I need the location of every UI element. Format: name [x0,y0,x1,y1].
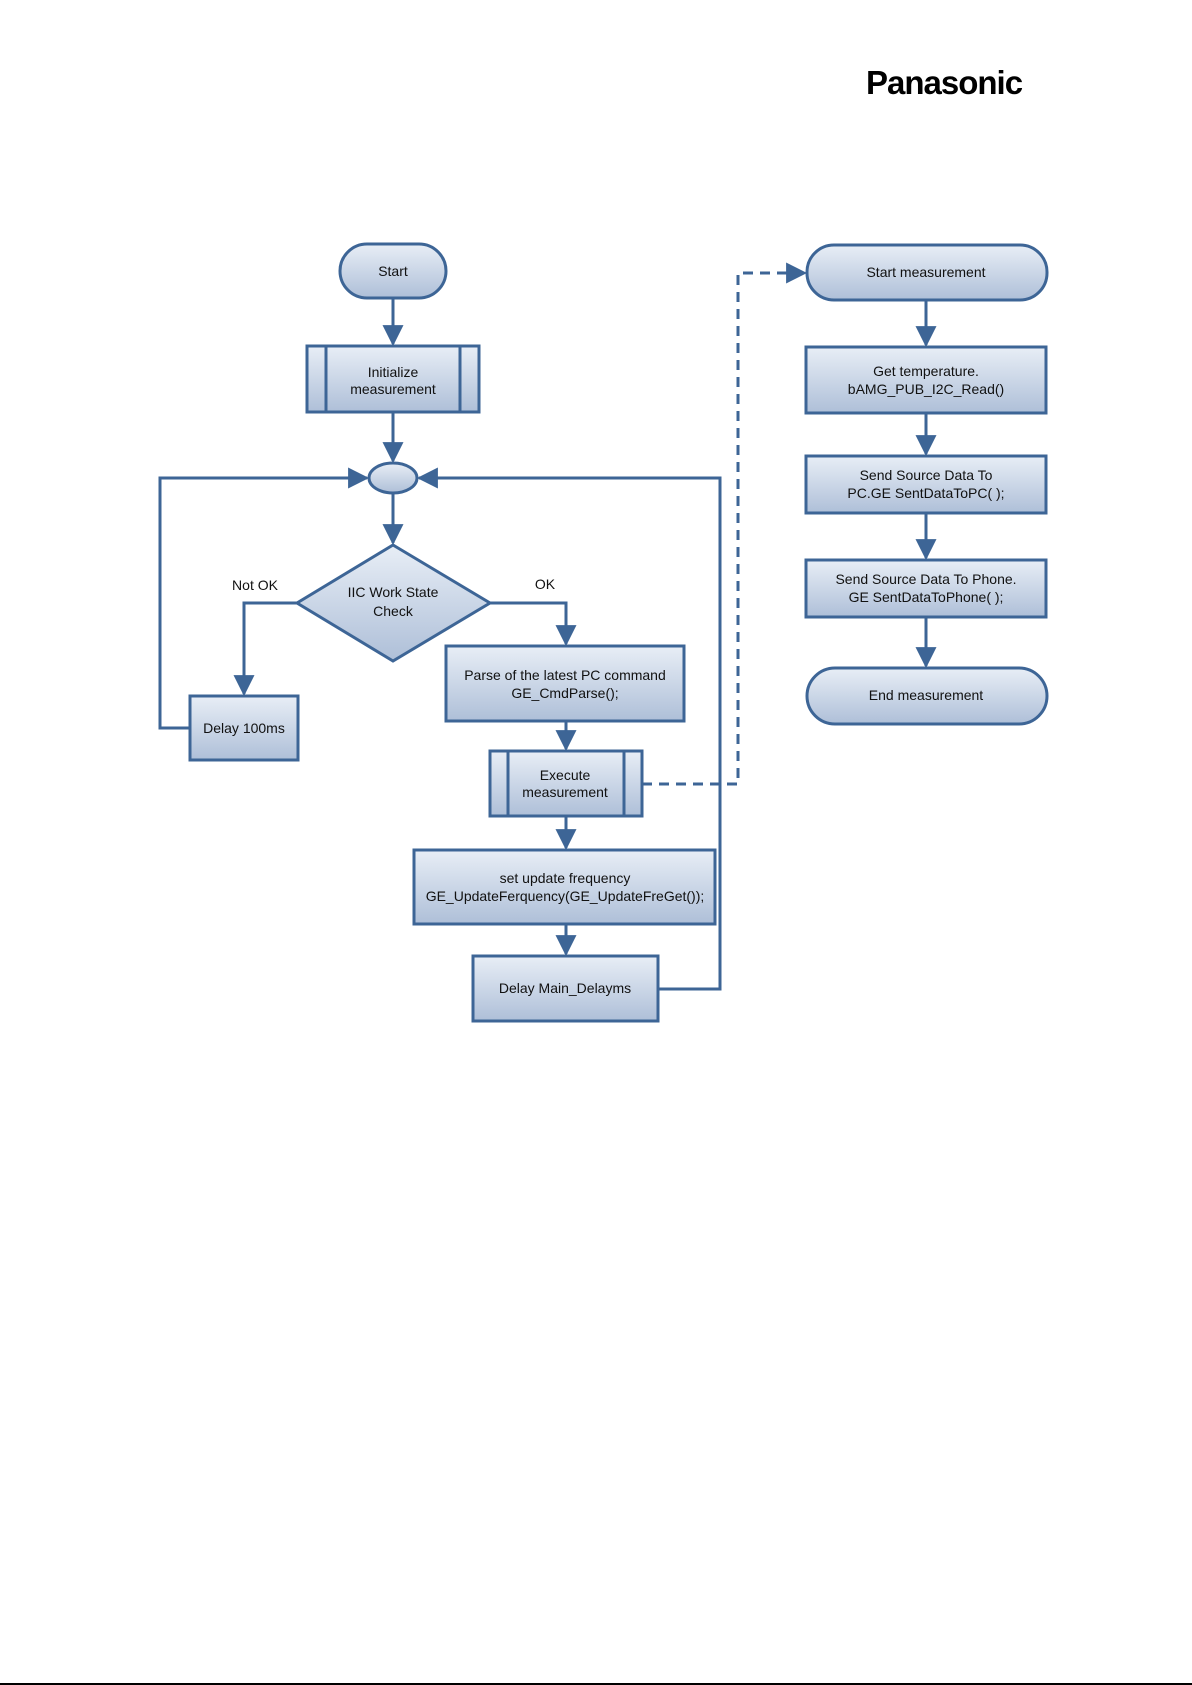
update-frequency-box [412,848,717,926]
not-ok-label: Not OK [232,577,279,593]
parse-command-box [444,644,686,723]
parse-label-2: GE_CmdParse(); [511,685,618,701]
delay-main-label: Delay Main_Delayms [499,980,631,996]
delay-100-label: Delay 100ms [203,720,285,736]
execute-label-1: Execute [540,767,591,783]
decision-label-2: Check [373,603,414,619]
arrow-delaymain-loop [416,467,722,991]
update-label-2: GE_UpdateFerquency(GE_UpdateFreGet()); [426,888,705,904]
sub-start-label: Start measurement [866,264,985,280]
iic-check-decision [294,543,493,663]
arrow-not-ok-to-delay [233,601,297,697]
update-label-1: set update frequency [500,870,631,886]
parse-label-1: Parse of the latest PC command [464,667,666,683]
send-phone-label-1: Send Source Data To Phone. [835,571,1016,587]
panasonic-logo: Panasonic [866,64,1023,101]
get-temp-label-2: bAMG_PUB_I2C_Read() [848,381,1004,397]
ok-label: OK [535,576,556,592]
arrow-delay100-loop [158,467,370,730]
decision-label-1: IIC Work State [348,584,439,600]
execute-label-2: measurement [522,784,608,800]
get-temp-label-1: Get temperature. [873,363,979,379]
send-pc-label-2: PC.GE SentDataToPC( ); [847,485,1004,501]
send-phone-label-2: GE SentDataToPhone( ); [849,589,1004,605]
start-label: Start [378,263,408,279]
arrow-ok-to-parse [490,601,577,647]
initialize-label-2: measurement [350,381,436,397]
page-bottom-rule [0,1683,1192,1685]
get-temperature-box [804,345,1048,415]
send-pc-label-1: Send Source Data To [860,467,993,483]
initialize-label-1: Initialize [368,364,419,380]
end-label: End measurement [869,687,984,703]
loop-connector [367,461,419,495]
